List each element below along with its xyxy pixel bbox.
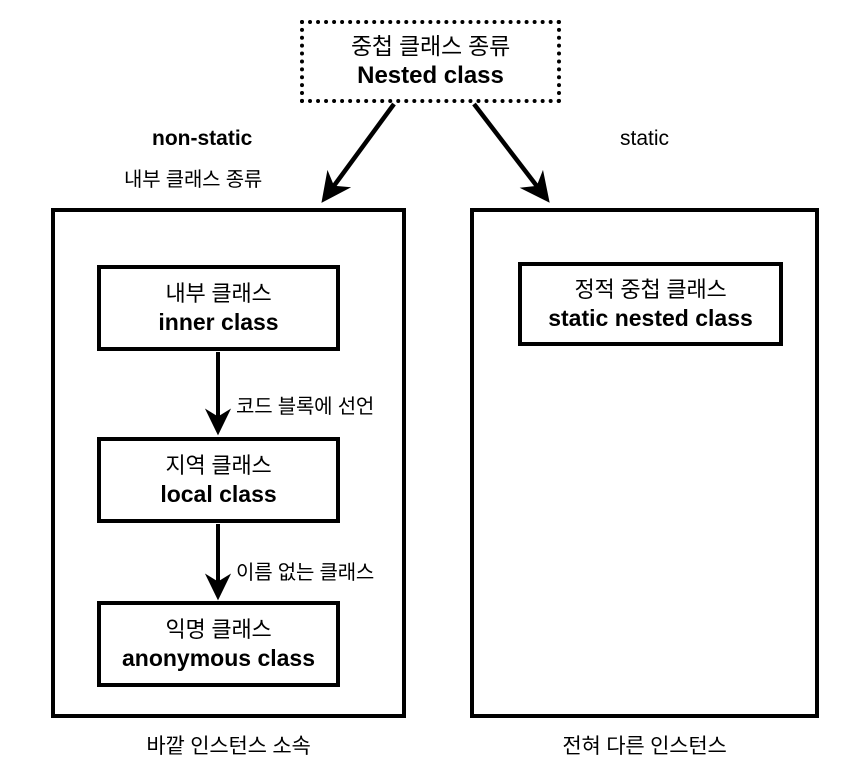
edge-label-no-name: 이름 없는 클래스	[236, 562, 375, 584]
arrow-root-to-static	[472, 102, 550, 203]
node-local-class-label-ko: 지역 클래스	[165, 452, 272, 478]
node-local-class-label-en: local class	[160, 480, 277, 507]
branch-label-non-static: non-static	[152, 127, 253, 150]
node-anonymous-class-label-en: anonymous class	[121, 644, 316, 671]
caption-non-static: 바깥 인스턴스 소속	[146, 735, 311, 758]
node-nested-class-root: 중첩 클래스 종류 Nested class	[300, 20, 561, 103]
node-root-label-en: Nested class	[357, 61, 504, 89]
branch-label-static: static	[620, 127, 670, 150]
edge-label-code-block: 코드 블록에 선언	[236, 396, 375, 418]
node-inner-class-label-ko: 내부 클래스	[165, 280, 272, 306]
node-static-nested-class-label-en: static nested class	[548, 304, 753, 331]
node-inner-class-label-en: inner class	[158, 308, 279, 335]
branch-sublabel-non-static: 내부 클래스 종류	[124, 169, 263, 191]
node-anonymous-class-label-ko: 익명 클래스	[165, 616, 272, 642]
node-root-label-ko: 중첩 클래스 종류	[350, 33, 511, 60]
node-local-class: 지역 클래스 local class	[97, 437, 340, 523]
node-anonymous-class: 익명 클래스 anonymous class	[97, 601, 340, 687]
arrow-root-to-non-static	[321, 102, 396, 203]
node-static-nested-class: 정적 중첩 클래스 static nested class	[518, 262, 783, 346]
node-inner-class: 내부 클래스 inner class	[97, 265, 340, 351]
node-static-nested-class-label-ko: 정적 중첩 클래스	[574, 276, 727, 302]
caption-static: 전혀 다른 인스턴스	[562, 735, 727, 758]
